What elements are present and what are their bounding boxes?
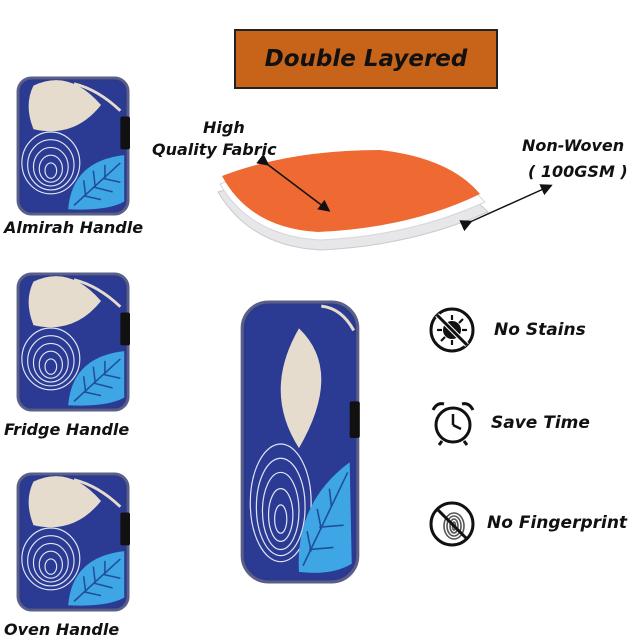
banner-title: Double Layered (264, 46, 468, 72)
no-virus-icon (428, 306, 476, 354)
high-label: High (203, 118, 245, 137)
gsm-label: ( 100GSM ) (528, 162, 628, 181)
large-handle-image (240, 300, 362, 584)
no-stains-label: No Stains (494, 320, 586, 340)
oven-handle-label: Oven Handle (4, 620, 120, 639)
alarm-clock-icon (428, 398, 478, 448)
non-woven-label: Non-Woven (522, 136, 625, 155)
no-fingerprint-icon (428, 500, 476, 548)
fridge-handle-label: Fridge Handle (4, 420, 130, 439)
double-layered-banner: Double Layered (234, 29, 498, 89)
almirah-handle-label: Almirah Handle (4, 218, 144, 237)
no-fingerprint-label: No Fingerprint (487, 513, 628, 533)
quality-fabric-label: Quality Fabric (152, 140, 277, 159)
save-time-label: Save Time (491, 413, 590, 433)
